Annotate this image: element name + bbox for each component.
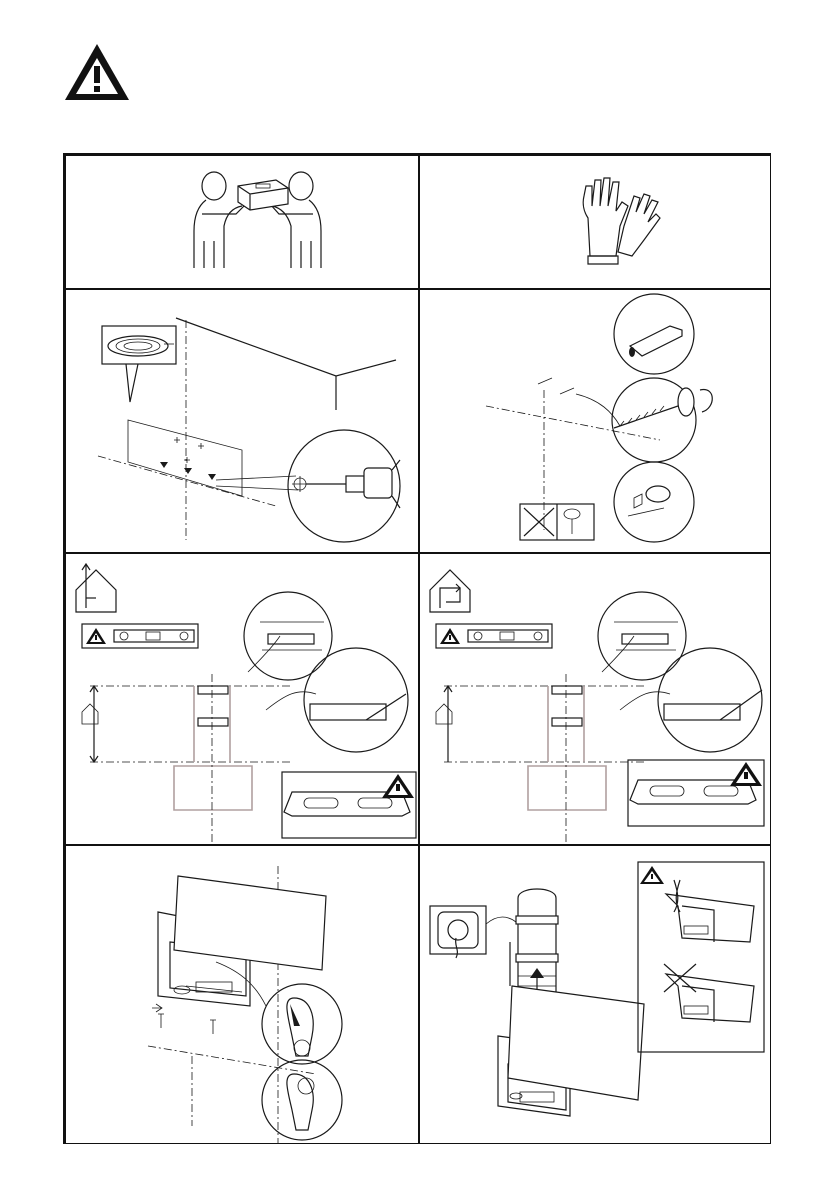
drill-icon bbox=[306, 460, 400, 508]
keyhole-slot-icon bbox=[262, 984, 342, 1140]
tape-measure-icon bbox=[102, 326, 176, 402]
step-hang-hood bbox=[65, 845, 419, 1144]
step-connect-chimney-power bbox=[419, 845, 771, 1144]
warning-triangle-icon bbox=[86, 628, 106, 644]
warning-triangle-icon bbox=[440, 628, 460, 644]
warning-triangle-icon bbox=[730, 762, 762, 786]
warning-triangle-icon bbox=[382, 774, 414, 798]
step-bracket-recirculation-version bbox=[419, 553, 771, 845]
step-bracket-exhaust-version bbox=[65, 553, 419, 845]
step-wear-gloves bbox=[419, 155, 771, 289]
two-people-carrying-icon bbox=[66, 156, 419, 289]
house-duct-icon bbox=[76, 564, 116, 612]
warning-triangle-icon bbox=[63, 42, 131, 102]
power-socket-icon bbox=[430, 906, 516, 958]
instruction-grid bbox=[63, 153, 771, 1144]
gloves-icon bbox=[420, 156, 771, 289]
warning-triangle-icon bbox=[640, 866, 664, 884]
step-insert-plugs-screws bbox=[419, 289, 771, 553]
house-recirculation-icon bbox=[430, 570, 470, 612]
step-mark-and-drill bbox=[65, 289, 419, 553]
step-two-person-lift bbox=[65, 155, 419, 289]
